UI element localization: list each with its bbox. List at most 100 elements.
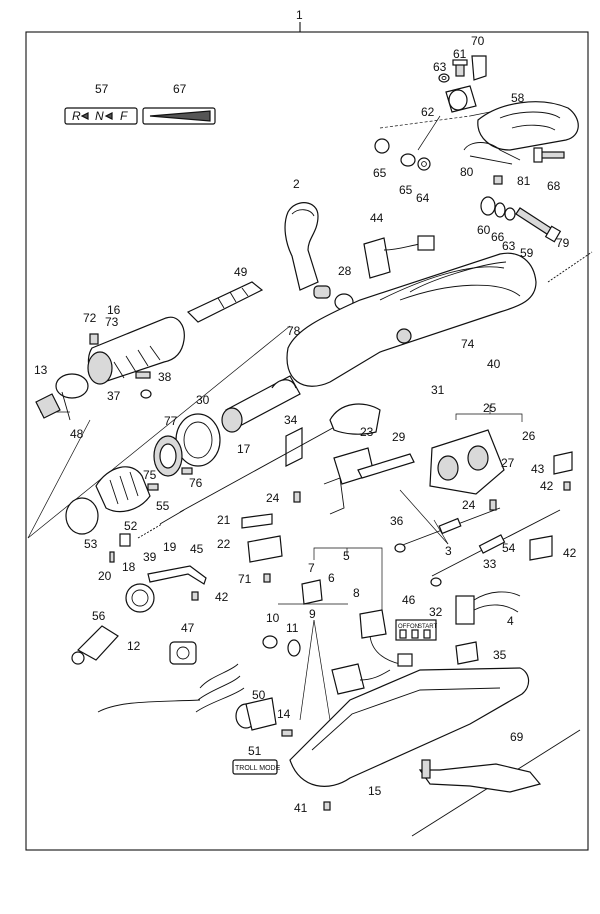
switch-plate-46: OFF ON START (395, 619, 437, 641)
tiller-handle-78 (286, 252, 537, 387)
decal-57-f: F (120, 109, 128, 123)
bolt-68 (533, 147, 565, 163)
decal-51-text: TROLL MODE (235, 765, 281, 772)
label-47: 47 (181, 621, 195, 635)
label-16: 16 (107, 303, 121, 317)
link-23 (323, 447, 375, 515)
label-48: 48 (70, 427, 84, 441)
switch-50 (235, 697, 277, 731)
cable-48 (61, 391, 71, 421)
bracket-54 (529, 535, 553, 561)
washer-66 (494, 202, 506, 218)
plug-5 (359, 609, 413, 667)
label-70: 70 (471, 34, 485, 48)
shaft-assembly-78 (221, 375, 301, 433)
label-52: 52 (124, 519, 138, 533)
label-2: 2 (293, 177, 300, 191)
pin-20 (109, 551, 115, 563)
label-41: 41 (294, 801, 308, 815)
label-18: 18 (122, 560, 136, 574)
label-31: 31 (431, 383, 445, 397)
label-35: 35 (493, 648, 507, 662)
grip-16 (87, 316, 185, 385)
label-53: 53 (84, 537, 98, 551)
nut-18 (119, 533, 131, 547)
label-65b: 65 (399, 183, 413, 197)
label-71: 71 (238, 572, 252, 586)
arm-rod-80 (463, 142, 521, 165)
pin-72-73 (89, 333, 99, 345)
bushing-11 (287, 639, 301, 657)
label-57: 57 (95, 82, 109, 96)
plate-21 (241, 513, 273, 529)
label-29: 29 (392, 430, 406, 444)
label-42c: 42 (215, 590, 229, 604)
label-44: 44 (370, 211, 384, 225)
cable-33 (431, 509, 561, 577)
washer-63b (504, 207, 516, 221)
label-49: 49 (234, 265, 248, 279)
label-77: 77 (164, 414, 178, 428)
label-54: 54 (502, 541, 516, 555)
label-23: 23 (360, 425, 374, 439)
label-24b: 24 (462, 498, 476, 512)
label-10: 10 (266, 611, 280, 625)
switch-46-start: START (418, 624, 437, 630)
washer-64 (417, 157, 431, 171)
label-74: 74 (461, 337, 475, 351)
washer-63a (438, 73, 450, 83)
friction-rod-69 (411, 729, 581, 837)
unit-9 (331, 663, 391, 695)
washer-37 (140, 389, 152, 399)
label-12: 12 (127, 639, 141, 653)
spring-39 (137, 523, 163, 539)
grip-end-53 (65, 497, 99, 535)
bracket-45 (147, 565, 207, 585)
label-59: 59 (520, 246, 534, 260)
switch-12 (125, 583, 155, 613)
decal-57-r: R (72, 109, 81, 123)
label-75: 75 (143, 468, 157, 482)
label-46: 46 (402, 593, 416, 607)
screw-71 (263, 573, 271, 583)
label-65a: 65 (373, 166, 387, 180)
label-67: 67 (173, 82, 187, 96)
cap-10 (262, 635, 278, 649)
spring-79 (547, 251, 593, 283)
label-40: 40 (487, 357, 501, 371)
label-58: 58 (511, 91, 525, 105)
bushing-65b (400, 153, 416, 167)
arm-34 (329, 403, 381, 435)
bracket-43 (553, 451, 573, 475)
screw-24a (293, 491, 301, 503)
label-69: 69 (510, 730, 524, 744)
clip-36 (394, 543, 406, 553)
label-63b: 63 (502, 239, 516, 253)
label-51: 51 (248, 744, 262, 758)
bolt-61 (452, 59, 468, 77)
label-8: 8 (353, 586, 360, 600)
tag-47 (169, 641, 197, 665)
screw-24b (489, 499, 497, 511)
label-39: 39 (143, 550, 157, 564)
label-42a: 42 (540, 479, 554, 493)
bracket-70 (471, 55, 487, 81)
label-42b: 42 (563, 546, 577, 560)
cable-3 (399, 507, 501, 547)
lanyard-coil (97, 663, 245, 713)
label-36: 36 (390, 514, 404, 528)
shift-lever-2 (284, 202, 331, 299)
label-80: 80 (460, 165, 474, 179)
label-56: 56 (92, 609, 106, 623)
shaft-19 (159, 509, 185, 525)
screw-38 (135, 371, 151, 379)
label-55: 55 (156, 499, 170, 513)
label-3: 3 (445, 544, 452, 558)
label-81: 81 (517, 174, 531, 188)
label-73: 73 (105, 315, 119, 329)
rod-17 (179, 423, 341, 513)
label-17: 17 (237, 442, 251, 456)
plate-29 (357, 453, 415, 479)
screw-42a (563, 481, 571, 491)
